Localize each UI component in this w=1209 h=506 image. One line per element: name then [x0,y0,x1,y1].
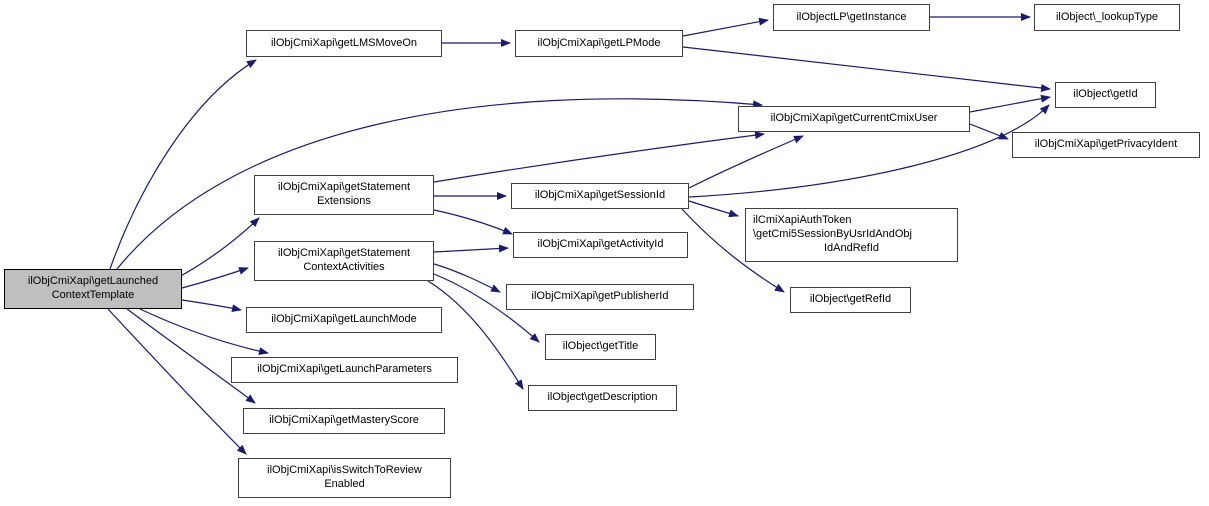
edge-getstatementcontextactivities-to-getactivityid [433,244,509,253]
edge-root-to-getstatementextensions [176,217,260,279]
node-get-publisher-id[interactable]: ilObjCmiXapi\getPublisherId [506,284,694,310]
node-label: ilObjCmiXapi\getSessionId [534,189,666,202]
node-label: ilObjCmiXapi\getPrivacyIdent [1034,138,1178,151]
edge-getsessionid-to-getcmi5session [688,200,739,218]
edge-root-to-getlmsmoveon [109,59,257,270]
node-get-mastery-score[interactable]: ilObjCmiXapi\getMasteryScore [243,408,445,434]
node-ilobject-get-description[interactable]: ilObject\getDescription [528,385,677,411]
edge-getcurrentcmixuser-to-getprivacyident [969,123,1009,140]
node-label: ilObjCmiXapi\getLPMode [537,36,661,49]
node-label: ilObject\getTitle [562,340,639,353]
node-label: ilObjCmiXapi\getLaunched [27,275,159,288]
edge-getsessionid-to-getcurrentcmixuser [688,135,804,189]
node-label: ilObjCmiXapi\getLMSMoveOn [270,36,418,49]
node-label: ilObjCmiXapi\getLaunchMode [271,313,417,326]
edge-getstatementcontextactivities-to-getpublisherid [433,263,501,293]
node-ilobject-get-title[interactable]: ilObject\getTitle [545,334,656,360]
edge-getlpmode-to-getid [682,46,1051,92]
edge-getstatementextensions-to-getcurrentcmixuser [433,131,765,183]
node-ilobject-lookup-type[interactable]: ilObject\_lookupType [1034,4,1180,31]
node-label: ilObject\getId [1073,88,1138,101]
node-label: \getCmi5SessionByUsrIdAndObj [753,228,912,241]
node-get-lp-mode[interactable]: ilObjCmiXapi\getLPMode [515,30,683,57]
node-get-launch-mode[interactable]: ilObjCmiXapi\getLaunchMode [246,307,442,333]
node-ilobject-get-ref-id[interactable]: ilObject\getRefId [790,287,911,313]
node-label: ilObjCmiXapi\getActivityId [537,238,664,251]
node-label: ContextTemplate [51,289,135,301]
edge-getsessionid-to-getid [688,104,1050,198]
edge-root-to-getstatementcontextactivities [181,267,249,289]
node-get-statement-extensions[interactable]: ilObjCmiXapi\getStatement Extensions [254,175,434,215]
edge-getlpmode-to-getinstance [682,17,769,37]
node-get-launch-parameters[interactable]: ilObjCmiXapi\getLaunchParameters [231,357,458,383]
node-label: ContextActivities [303,261,385,273]
edge-root-to-getlaunchparameters [139,308,269,356]
node-get-lms-move-on[interactable]: ilObjCmiXapi\getLMSMoveOn [246,30,442,57]
edge-getsessionid-to-getrefid [681,208,785,293]
node-label: ilObjCmiXapi\getLaunchParameters [257,363,432,376]
edge-getstatementextensions-to-getactivityid [433,209,513,235]
edge-root-to-isswitchtoreviewenabled [107,308,247,455]
node-label: ilObjCmiXapi\getPublisherId [531,290,669,303]
node-is-switch-to-review-enabled[interactable]: ilObjCmiXapi\isSwitchToReview Enabled [238,458,451,498]
node-label: ilObjCmiXapi\getStatement [277,181,411,194]
node-ilobjectlp-get-instance[interactable]: ilObjectLP\getInstance [773,4,930,31]
edge-root-to-getlaunchmode [181,299,242,313]
edge-getcurrentcmixuser-to-getid [969,94,1051,113]
edge-getstatementcontextactivities-to-getdescription [427,280,524,390]
node-label: ilObjectLP\getInstance [796,10,907,23]
node-get-current-cmix-user[interactable]: ilObjCmiXapi\getCurrentCmixUser [738,106,970,132]
node-label: Enabled [324,478,365,490]
edge-getstatementcontextactivities-to-gettitle [433,273,540,343]
node-label: ilObject\_lookupType [1055,10,1159,23]
node-get-privacy-ident[interactable]: ilObjCmiXapi\getPrivacyIdent [1012,132,1200,158]
node-label: Extensions [317,195,371,207]
node-label: ilObject\getDescription [547,391,658,404]
node-get-activity-id[interactable]: ilObjCmiXapi\getActivityId [513,232,688,258]
node-label: ilObjCmiXapi\getCurrentCmixUser [770,112,938,125]
edge-root-to-getcurrentcmixuser [116,98,763,270]
node-label: ilObject\getRefId [809,293,892,306]
node-ilobject-get-id[interactable]: ilObject\getId [1055,82,1156,108]
node-label: ilCmiXapiAuthToken [753,214,852,227]
node-authtoken-get-cmi5-session[interactable]: ilCmiXapiAuthToken \getCmi5SessionByUsrI… [745,208,958,262]
node-get-statement-context-activities[interactable]: ilObjCmiXapi\getStatement ContextActivit… [254,241,434,281]
node-label: ilObjCmiXapi\getStatement [277,247,411,260]
node-get-session-id[interactable]: ilObjCmiXapi\getSessionId [511,183,689,209]
node-label: ilObjCmiXapi\isSwitchToReview [267,464,422,477]
node-label: IdAndRefId [823,241,880,254]
node-label: ilObjCmiXapi\getMasteryScore [269,414,419,427]
node-get-launched-context-template: ilObjCmiXapi\getLaunched ContextTemplate [4,269,182,309]
edge-root-to-getmasteryscore [126,308,256,404]
